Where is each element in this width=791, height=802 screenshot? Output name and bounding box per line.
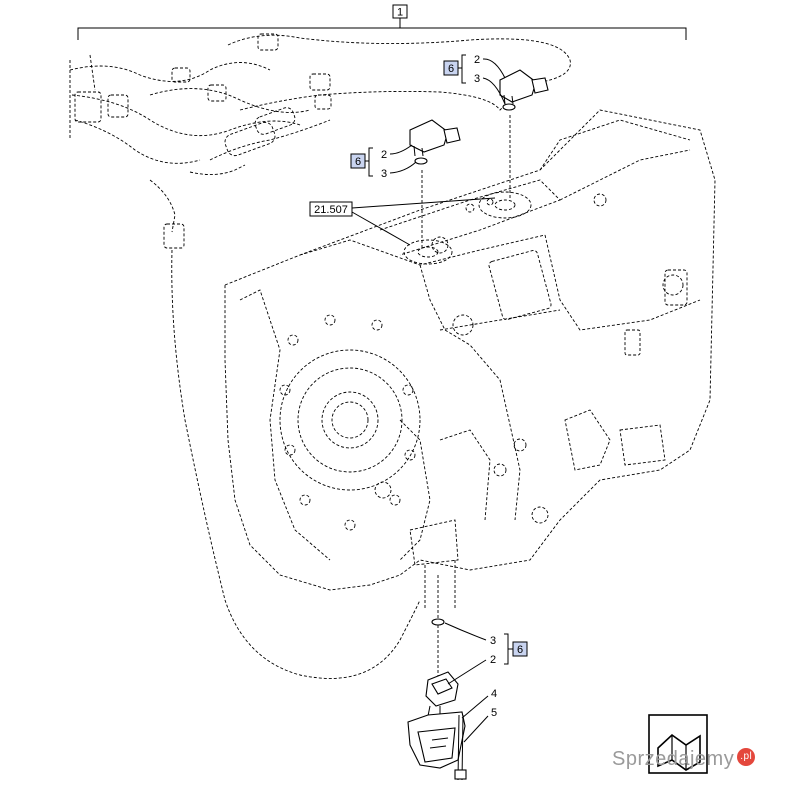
speed-sensor-upper-right bbox=[499, 69, 549, 111]
speed-sensor-lower bbox=[425, 671, 459, 717]
leader-line bbox=[351, 197, 496, 209]
sensor-bracket bbox=[407, 711, 466, 769]
transmission-housing bbox=[224, 109, 716, 610]
speed-sensor-upper-left bbox=[409, 119, 461, 165]
callout-group-lower: 3 2 6 4 5 bbox=[444, 622, 528, 743]
leader-line bbox=[351, 211, 411, 246]
callout-number: 2 bbox=[381, 149, 387, 161]
ref-group-label: 6 bbox=[355, 156, 361, 168]
callout-number: 2 bbox=[474, 54, 480, 66]
ref-group-label: 6 bbox=[448, 63, 454, 75]
wiring-harness bbox=[69, 33, 571, 249]
callout-group-upper-left: 6 2 3 bbox=[350, 144, 417, 180]
watermark-text: Sprzedajemy bbox=[612, 748, 735, 770]
watermark: Sprzedajemy.pl bbox=[612, 748, 756, 771]
o-ring-lower bbox=[431, 618, 445, 626]
assembly-bracket: 1 bbox=[77, 4, 687, 40]
callout-group-upper-right: 6 2 3 bbox=[443, 54, 506, 105]
section-reference-text: 21.507 bbox=[314, 204, 348, 216]
bolt bbox=[454, 714, 467, 781]
callout-number: 2 bbox=[490, 654, 496, 666]
callout-number: 3 bbox=[381, 168, 387, 180]
ref-group-label: 6 bbox=[517, 644, 523, 656]
assembly-number: 1 bbox=[397, 7, 403, 19]
book-icon bbox=[648, 714, 708, 774]
sensor-mount-pads bbox=[403, 191, 532, 265]
callout-number: 5 bbox=[491, 707, 497, 719]
callout-number: 3 bbox=[490, 635, 496, 647]
callout-number: 3 bbox=[474, 73, 480, 85]
callout-number: 4 bbox=[491, 688, 497, 700]
section-reference: 21.507 bbox=[309, 201, 353, 217]
watermark-badge: .pl bbox=[737, 748, 756, 766]
sensor-cable bbox=[171, 249, 421, 679]
